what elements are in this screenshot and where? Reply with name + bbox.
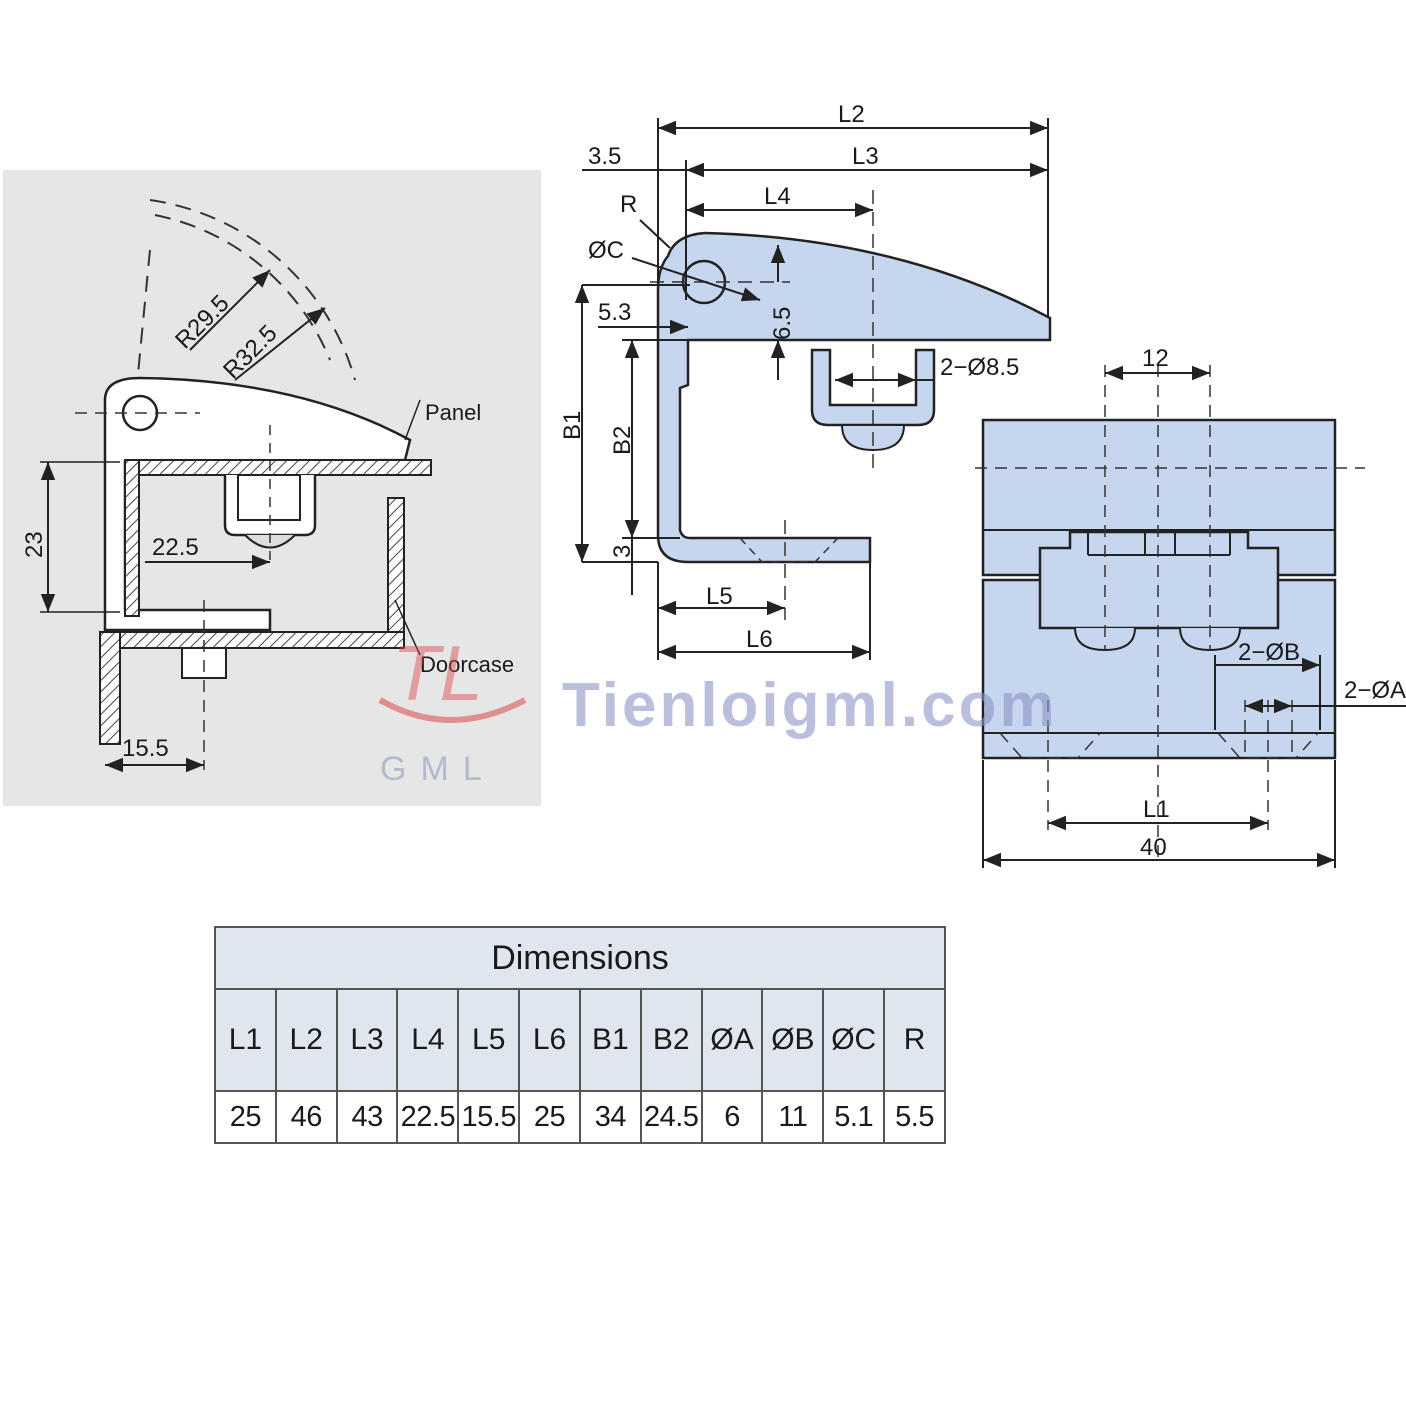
doorcase-upright <box>387 497 405 649</box>
header-l5: L5 <box>457 988 521 1092</box>
side-3-label: 3 <box>609 545 636 558</box>
top-bracket <box>1038 530 1280 630</box>
header-a: ØA <box>700 988 764 1092</box>
value-b: 11 <box>761 1090 825 1144</box>
dim-22-5-label: 22.5 <box>152 534 199 561</box>
header-b: ØB <box>761 988 825 1092</box>
side-6-5-label: 6.5 <box>769 307 796 340</box>
value-a: 6 <box>700 1090 764 1144</box>
side-body <box>656 231 1052 564</box>
side-c-label: ØC <box>588 237 624 264</box>
header-l3: L3 <box>335 988 399 1092</box>
watermark-logo: TL <box>392 629 483 717</box>
value-l1: 25 <box>214 1090 277 1144</box>
side-l2-label: L2 <box>838 101 865 128</box>
header-r: R <box>883 988 946 1092</box>
value-l6: 25 <box>518 1090 581 1144</box>
watermark-swoosh <box>378 697 527 723</box>
dimensions-table: Dimensions L1 L2 L3 L4 L5 L6 B1 B2 ØA ØB… <box>214 926 946 1144</box>
side-3-5-label: 3.5 <box>588 143 621 170</box>
installation-view: R29.5 R32.5 Panel Doorcase 23 22.5 15.5 <box>3 170 541 806</box>
top-b-label: 2−ØB <box>1238 639 1300 666</box>
dim-23-label: 23 <box>21 531 48 558</box>
header-b2: B2 <box>639 988 703 1092</box>
top-l1-label: L1 <box>1143 796 1170 823</box>
top-40-label: 40 <box>1140 834 1167 861</box>
panel-label: Panel <box>425 400 481 425</box>
side-r-label: R <box>620 191 637 218</box>
watermark-sub: GML <box>380 750 496 788</box>
header-l2: L2 <box>274 988 338 1092</box>
panel-section <box>124 459 432 476</box>
header-l4: L4 <box>396 988 460 1092</box>
side-l4-label: L4 <box>764 183 791 210</box>
side-bracket <box>810 348 936 427</box>
side-5-3-label: 5.3 <box>598 299 631 326</box>
table-header-row: L1 L2 L3 L4 L5 L6 B1 B2 ØA ØB ØC R <box>214 988 946 1092</box>
header-c: ØC <box>822 988 886 1092</box>
panel-side <box>124 459 140 617</box>
header-b1: B1 <box>578 988 642 1092</box>
side-l5-label: L5 <box>706 583 733 610</box>
table-title: Dimensions <box>214 926 946 990</box>
side-b2-label: B2 <box>609 426 636 455</box>
value-c: 5.1 <box>822 1090 886 1144</box>
watermark-site: Tienloigml.com <box>562 671 1058 740</box>
value-r: 5.5 <box>883 1090 946 1144</box>
header-l6: L6 <box>518 988 581 1092</box>
side-l3-label: L3 <box>852 143 879 170</box>
value-b1: 34 <box>578 1090 642 1144</box>
dim-15-5-label: 15.5 <box>122 735 169 762</box>
value-l3: 43 <box>335 1090 399 1144</box>
side-hole-label: 2−Ø8.5 <box>940 354 1019 381</box>
top-a-label: 2−ØA <box>1344 677 1406 704</box>
doorcase-label: Doorcase <box>420 652 514 677</box>
side-view: L2 L3 3.5 L4 R ØC 5.3 6.5 B1 B2 3 L5 L6 … <box>559 101 1052 660</box>
value-b2: 24.5 <box>639 1090 703 1144</box>
doorcase-base <box>119 631 405 649</box>
value-l5: 15.5 <box>457 1090 521 1144</box>
top-view: 12 2−ØB 2−ØA L1 40 <box>975 345 1406 868</box>
header-l1: L1 <box>214 988 277 1092</box>
table-row: 25 46 43 22.5 15.5 25 34 24.5 6 11 5.1 5… <box>214 1090 946 1144</box>
doorcase-flange <box>99 631 121 745</box>
watermark: TL GML Tienloigml.com <box>378 629 1058 788</box>
side-l6-label: L6 <box>746 626 773 653</box>
value-l4: 22.5 <box>396 1090 460 1144</box>
value-l2: 46 <box>274 1090 338 1144</box>
top-12-label: 12 <box>1142 345 1169 372</box>
side-b1-label: B1 <box>559 411 586 440</box>
